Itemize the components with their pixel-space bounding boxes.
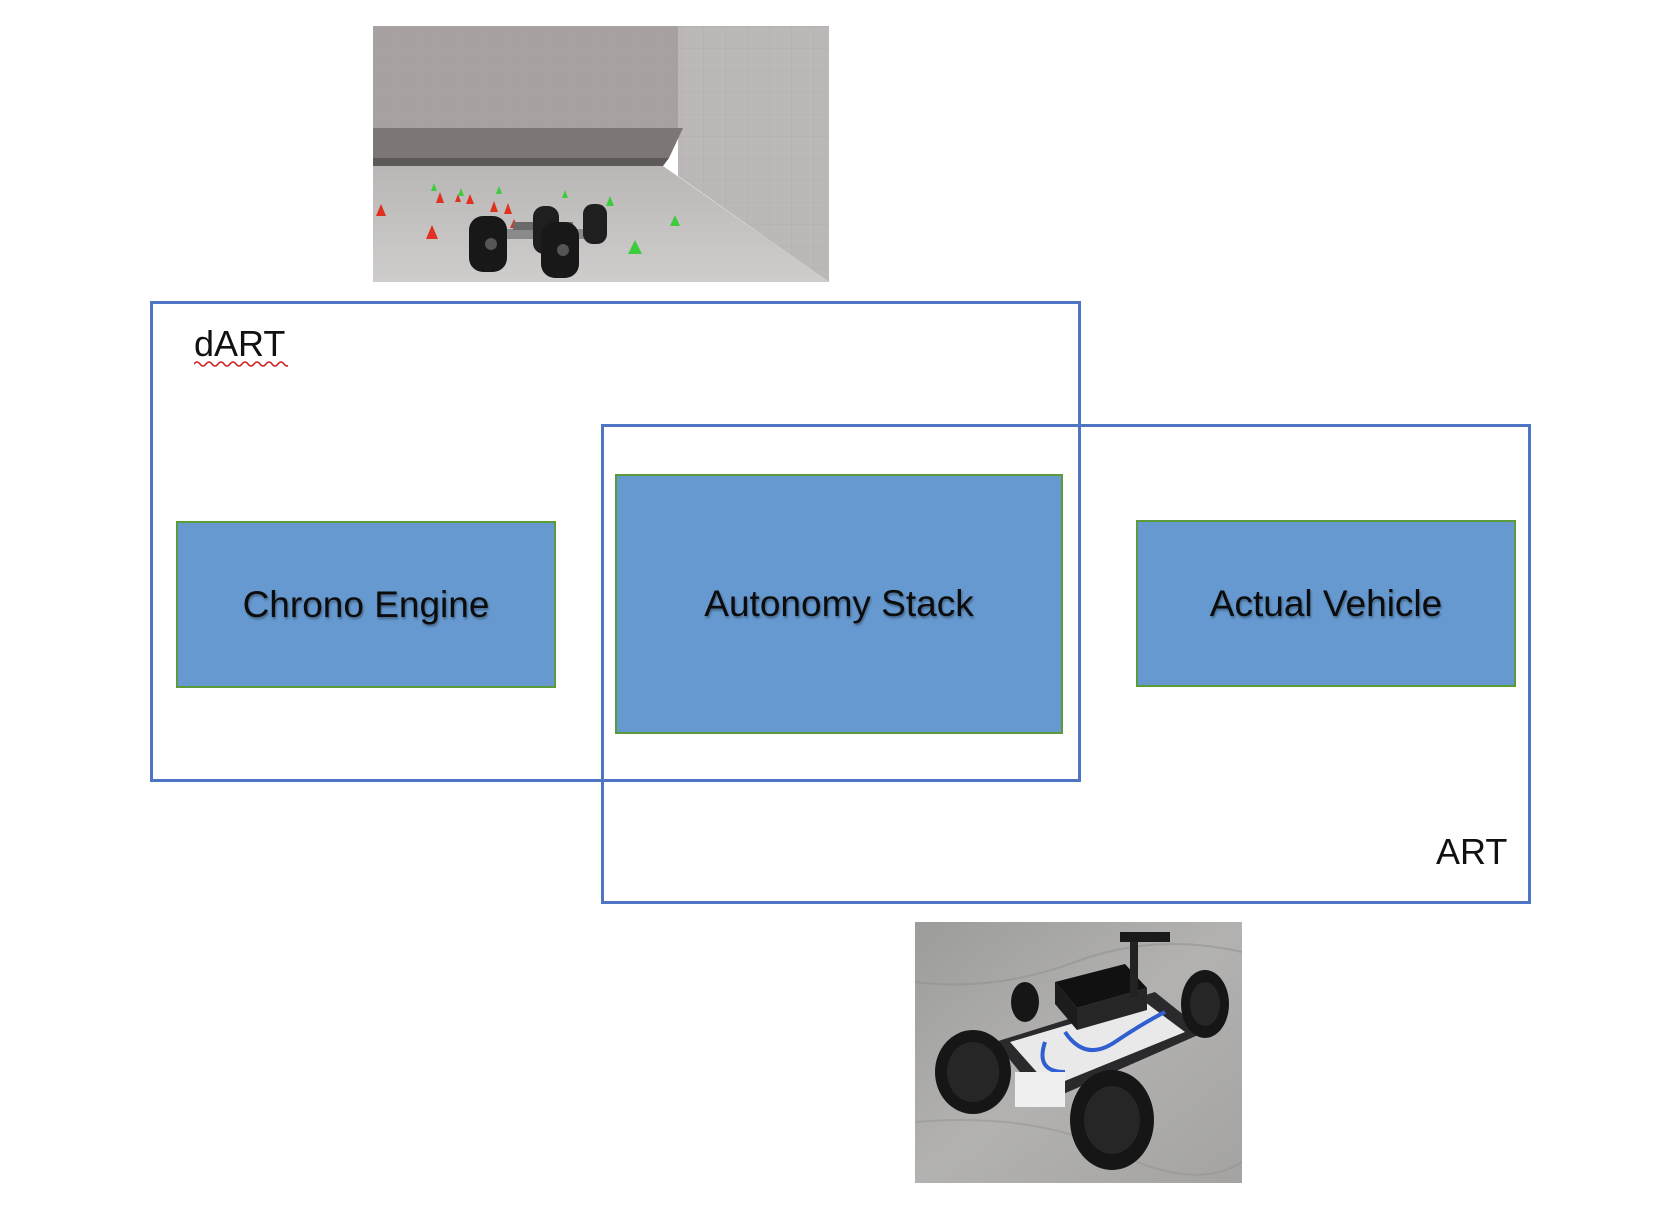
simulation-image bbox=[373, 26, 829, 282]
dart-region-label: dART bbox=[194, 323, 286, 364]
autonomy-stack-label: Autonomy Stack bbox=[704, 583, 974, 624]
art-region-outline bbox=[601, 424, 1531, 904]
simulation-scene-graphic bbox=[373, 26, 829, 282]
art-region-label: ART bbox=[1436, 831, 1508, 872]
actual-vehicle-label: Actual Vehicle bbox=[1209, 582, 1443, 624]
chrono-engine-label: Chrono Engine bbox=[242, 583, 490, 625]
spellcheck-underline bbox=[194, 361, 288, 367]
real-vehicle-photo bbox=[915, 922, 1242, 1183]
chrono-engine-box: Chrono Engine bbox=[176, 521, 556, 688]
rc-vehicle bbox=[935, 932, 1229, 1170]
actual-vehicle-box: Actual Vehicle bbox=[1136, 520, 1516, 687]
dart-region-outline bbox=[150, 301, 1081, 782]
simulated-vehicle bbox=[469, 204, 607, 278]
real-vehicle-graphic bbox=[915, 922, 1242, 1183]
autonomy-stack-box: Autonomy Stack bbox=[615, 474, 1063, 734]
traffic-cones bbox=[376, 183, 680, 254]
